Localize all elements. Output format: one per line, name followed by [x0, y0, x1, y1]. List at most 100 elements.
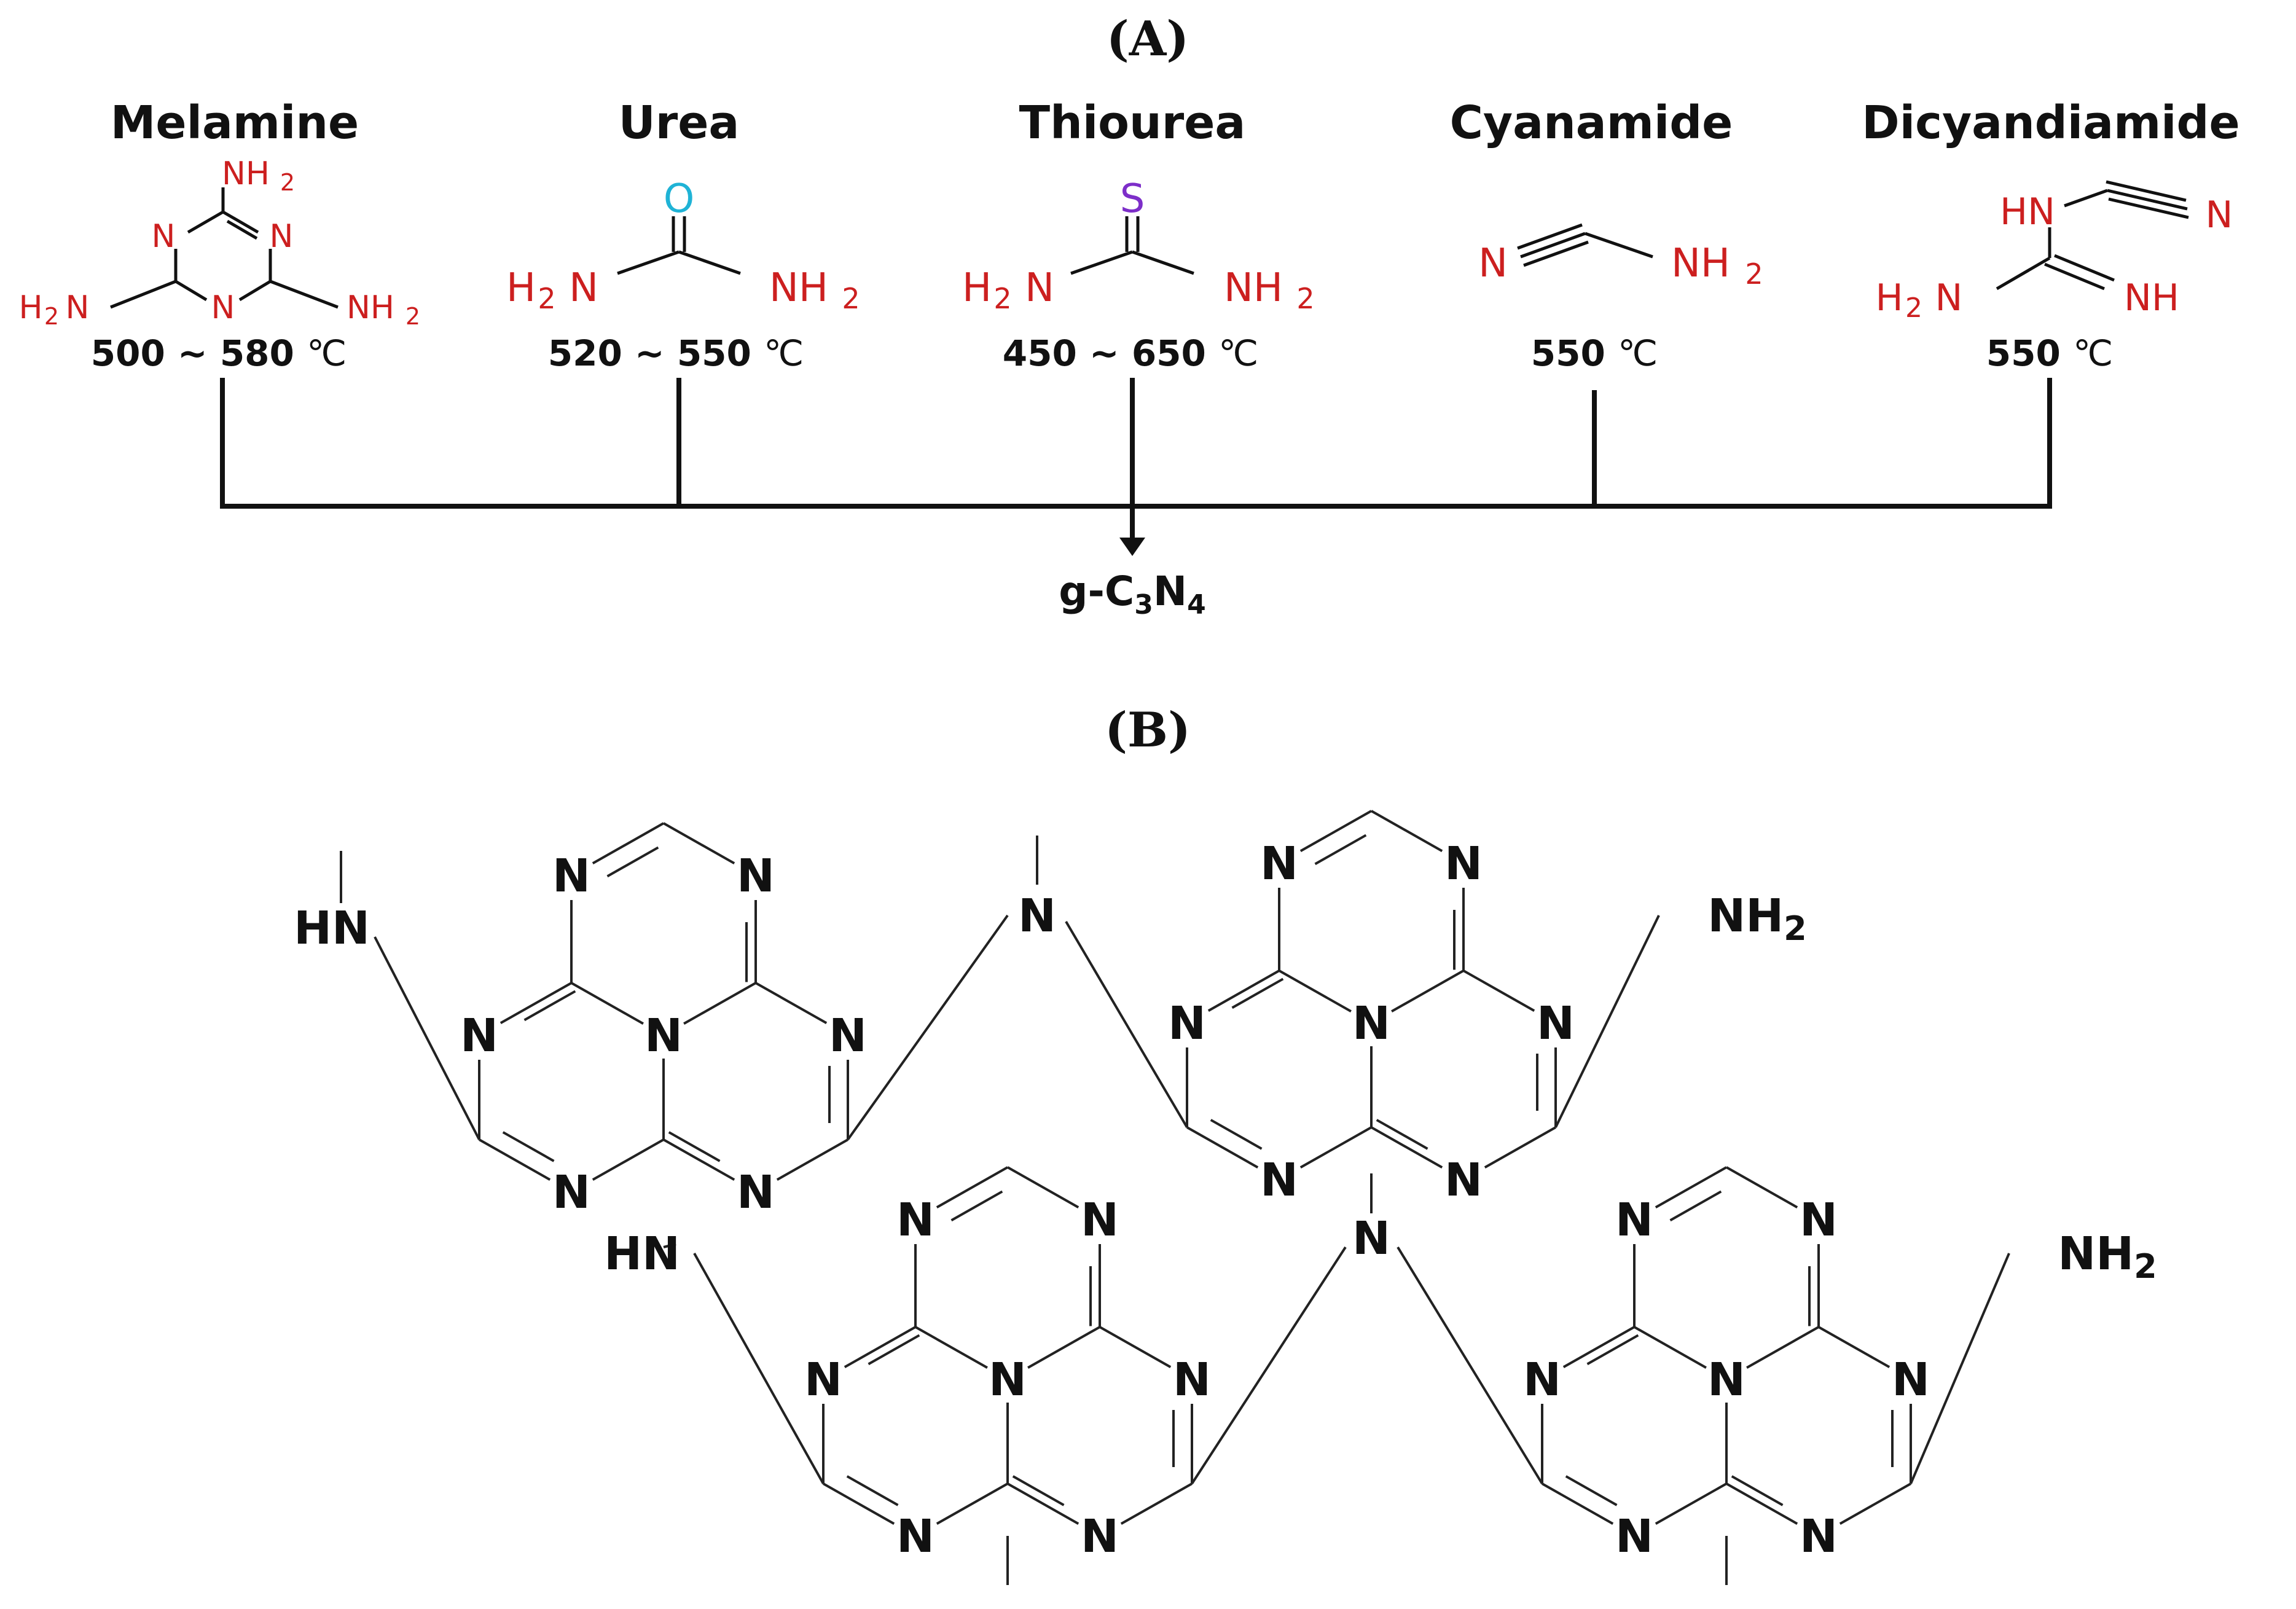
ring-nitrogen-unit-4: N	[1892, 1353, 1930, 1406]
ring-bond-unit-1	[755, 982, 828, 1025]
core-bond-unit-2	[1279, 969, 1352, 1013]
double-bond-unit-1	[523, 990, 576, 1022]
ring-bond-unit-2	[1484, 1126, 1556, 1169]
linker-bond	[1910, 1253, 2010, 1484]
ring-bond-unit-2	[1299, 1126, 1372, 1169]
thiourea-h2n-tail: N	[1025, 265, 1054, 311]
linker-bond	[374, 936, 480, 1140]
ring-bond-unit-1	[500, 982, 572, 1025]
core-bond-unit-4	[1746, 1326, 1819, 1369]
dicyandiamide-h2n-sub: 2	[1905, 292, 1922, 324]
bridge-nitrogen-top: N	[1018, 890, 1056, 942]
urea-h2n-tail: N	[569, 265, 598, 311]
melamine-structure	[110, 187, 339, 309]
double-bond-unit-1	[668, 1131, 721, 1162]
melamine-n-left: N	[152, 218, 176, 255]
ring-nitrogen-unit-4: N	[1800, 1194, 1838, 1247]
thiourea-nh2: NH	[1224, 265, 1283, 311]
ring-nitrogen-unit-4: N	[1615, 1194, 1653, 1247]
ring-nitrogen-unit-1: N	[552, 850, 590, 902]
ring-nitrogen-unit-2: N	[1444, 837, 1483, 890]
double-bond-unit-4	[1669, 1190, 1722, 1222]
ring-nitrogen-unit-3: N	[896, 1510, 934, 1563]
melamine-h2n-left: H	[18, 289, 42, 326]
ring-bond-unit-1	[663, 822, 735, 865]
precursor-name-melamine: Melamine	[111, 96, 359, 149]
panel-a-label: (A)	[1107, 11, 1189, 67]
dicyandiamide-structure	[1996, 180, 2189, 291]
ring-bond-unit-3	[1099, 1326, 1172, 1369]
cyanamide-structure	[1517, 223, 1653, 267]
ring-nitrogen-unit-3: N	[1173, 1353, 1211, 1406]
ring-nitrogen-unit-4: N	[1615, 1510, 1653, 1563]
temperature-melamine: 500 ~ 580 ℃	[91, 332, 347, 374]
double-bond-unit-2	[1231, 977, 1284, 1009]
linker-bond	[663, 1243, 676, 1248]
melamine-n-bottom: N	[211, 289, 235, 326]
ring-bond-unit-3	[936, 1166, 1008, 1209]
linker-bond	[693, 1253, 825, 1484]
dicyandiamide-h2n-tail: N	[1935, 276, 1963, 319]
double-bond-unit-4	[1565, 1475, 1618, 1506]
ring-bond-unit-3	[844, 1326, 916, 1369]
ring-bond-unit-4	[1562, 1326, 1635, 1369]
ring-nitrogen-unit-2: N	[1260, 837, 1298, 890]
thiourea-h2n-sub: 2	[993, 282, 1011, 315]
thiourea-structure	[1070, 216, 1194, 275]
double-bond-unit-3	[950, 1190, 1003, 1222]
melamine-nh2-right: NH	[347, 289, 394, 326]
thiourea-nh2-sub: 2	[1296, 282, 1314, 315]
double-bond-unit-2	[1210, 1119, 1263, 1150]
thiourea-h2n: H	[962, 265, 992, 311]
ring-bond-unit-4	[1655, 1482, 1727, 1525]
ring-nitrogen-unit-3: N	[1081, 1194, 1119, 1247]
panel-b-label: (B)	[1105, 702, 1191, 758]
urea-h2n: H	[506, 265, 536, 311]
precursor-name-thiourea: Thiourea	[1019, 96, 1246, 149]
core-nitrogen-unit-2: N	[1352, 997, 1390, 1050]
core-bond-unit-4	[1634, 1326, 1707, 1369]
ring-nitrogen-unit-1: N	[737, 850, 775, 902]
double-bond-unit-3	[1012, 1475, 1065, 1506]
urea-structure	[617, 216, 741, 275]
urea-nh2: NH	[769, 265, 828, 311]
precursor-name-urea: Urea	[619, 96, 740, 149]
thiourea-sulfur: S	[1120, 176, 1145, 222]
ring-bond-unit-3	[1007, 1482, 1079, 1525]
melamine-h2n-left-tail: N	[66, 289, 90, 326]
core-bond-unit-3	[915, 1326, 988, 1369]
ring-bond-unit-1	[663, 1138, 735, 1181]
double-bond-unit-1	[606, 846, 659, 878]
dicyandiamide-h2n: H	[1875, 276, 1903, 319]
bridge-nitrogen-center: N	[1352, 1212, 1390, 1265]
dicyandiamide-n-nitrile: N	[2206, 194, 2233, 237]
linker-bond	[1397, 1246, 1543, 1485]
temperature-cyanamide: 550 ℃	[1531, 332, 1658, 374]
terminal-hn-top-left: HN	[294, 902, 370, 955]
product-arrowhead	[1119, 538, 1145, 556]
ring-nitrogen-unit-3: N	[1081, 1510, 1119, 1563]
core-bond-unit-1	[571, 982, 644, 1025]
ring-bond-unit-4	[1726, 1482, 1798, 1525]
double-bond-unit-1	[502, 1131, 555, 1162]
ring-bond-unit-1	[592, 1138, 664, 1181]
core-bond-unit-1	[683, 982, 756, 1025]
ring-nitrogen-unit-4: N	[1800, 1510, 1838, 1563]
ring-bond-unit-2	[1186, 1126, 1259, 1169]
double-bond-unit-4	[1731, 1475, 1784, 1506]
panel-a: (A) Melamine Urea Thiourea Cyanamide Dic…	[18, 11, 2239, 621]
ring-bond-unit-1	[592, 822, 664, 865]
linker-bond	[1554, 915, 1660, 1128]
urea-oxygen: O	[664, 176, 694, 222]
temperature-urea: 520 ~ 550 ℃	[548, 332, 804, 374]
core-nitrogen-unit-3: N	[989, 1353, 1027, 1406]
ring-bond-unit-4	[1542, 1482, 1614, 1525]
ring-nitrogen-unit-1: N	[552, 1166, 590, 1219]
cyanamide-nh2: NH	[1671, 241, 1730, 286]
synthesis-connector	[220, 378, 2052, 541]
ring-nitrogen-unit-2: N	[1537, 997, 1575, 1050]
ring-bond-unit-1	[776, 1138, 848, 1181]
